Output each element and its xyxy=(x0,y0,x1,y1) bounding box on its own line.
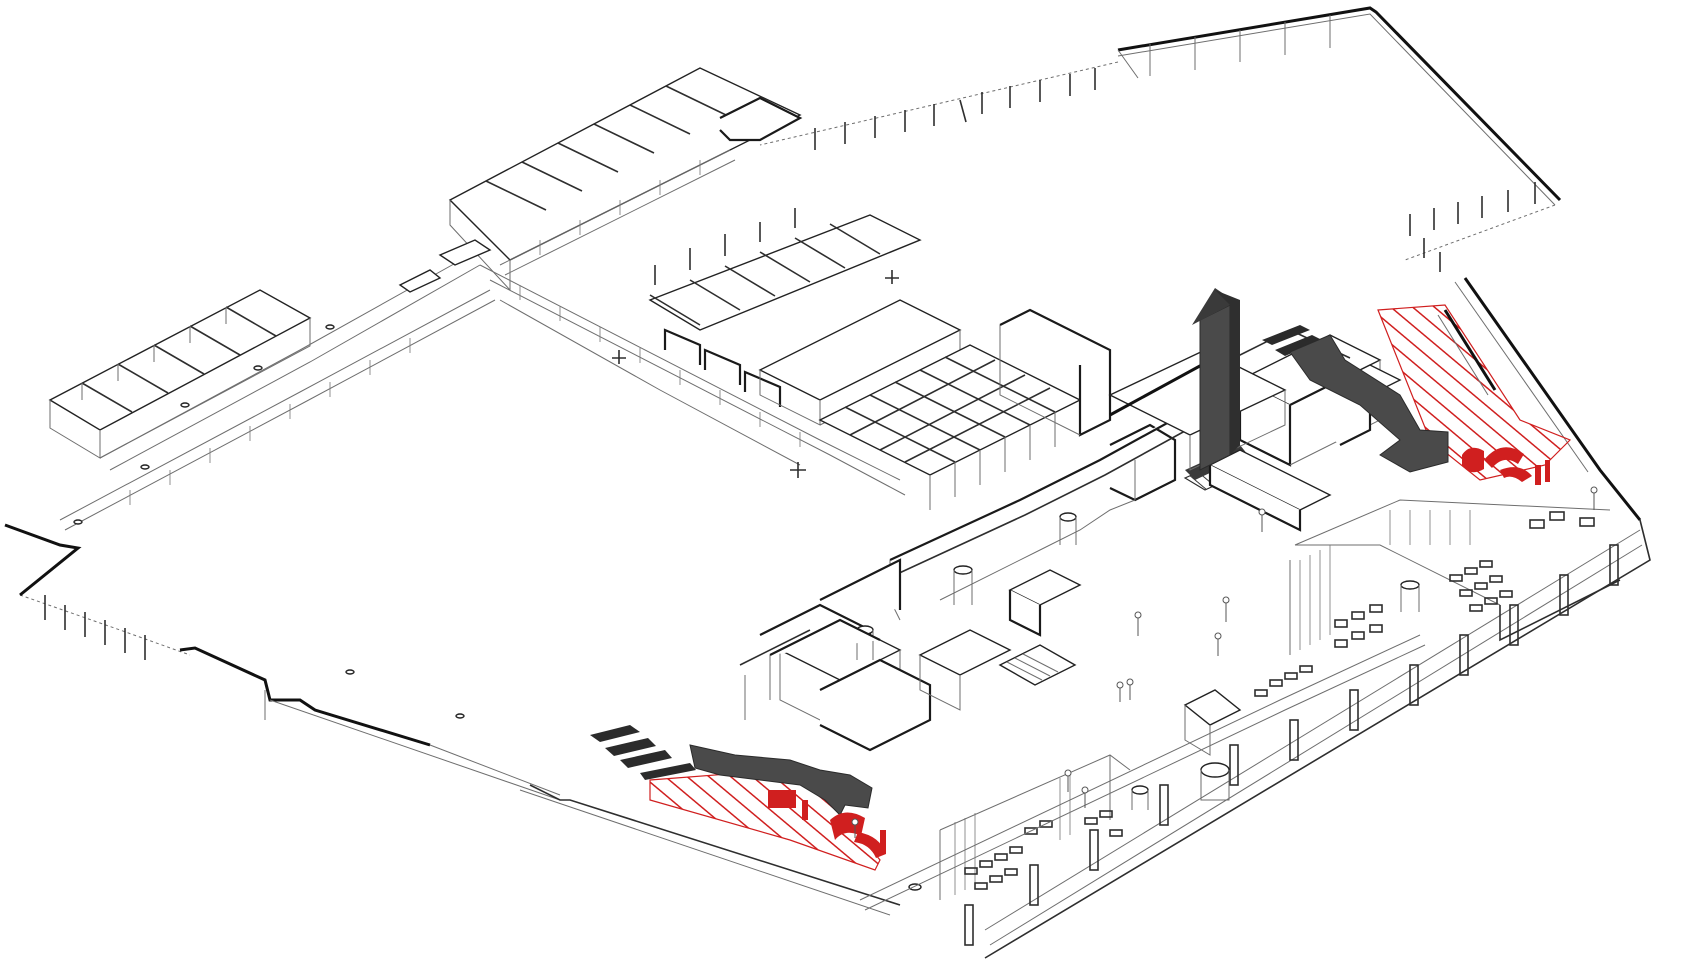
person-figure xyxy=(1064,769,1072,792)
east-classroom-zone xyxy=(964,499,1621,946)
people-figures xyxy=(1064,486,1598,808)
pergola-roof xyxy=(648,208,962,426)
central-gallery xyxy=(479,264,906,496)
person-figure xyxy=(1126,678,1134,700)
red-markers-southwest xyxy=(768,790,886,858)
north-room-block xyxy=(398,67,803,293)
south-classroom-zone xyxy=(859,634,1426,911)
person-figure xyxy=(1222,596,1230,622)
lower-central-rooms xyxy=(345,512,1420,891)
person-figure xyxy=(1258,508,1266,532)
southwest-entry-stair xyxy=(590,725,886,871)
person-figure xyxy=(1081,786,1089,808)
west-room-block xyxy=(48,254,496,531)
northeast-entry-stair xyxy=(1262,304,1572,485)
person-figure xyxy=(1116,681,1124,702)
red-markers-northeast xyxy=(1462,447,1550,485)
upward-arrow xyxy=(1192,288,1240,471)
person-figure xyxy=(851,818,859,838)
person-figure xyxy=(1590,486,1598,510)
person-figure xyxy=(1214,632,1222,656)
desks-group-east xyxy=(1254,511,1595,697)
person-figure xyxy=(1134,611,1142,636)
desks-group-south xyxy=(964,810,1123,890)
